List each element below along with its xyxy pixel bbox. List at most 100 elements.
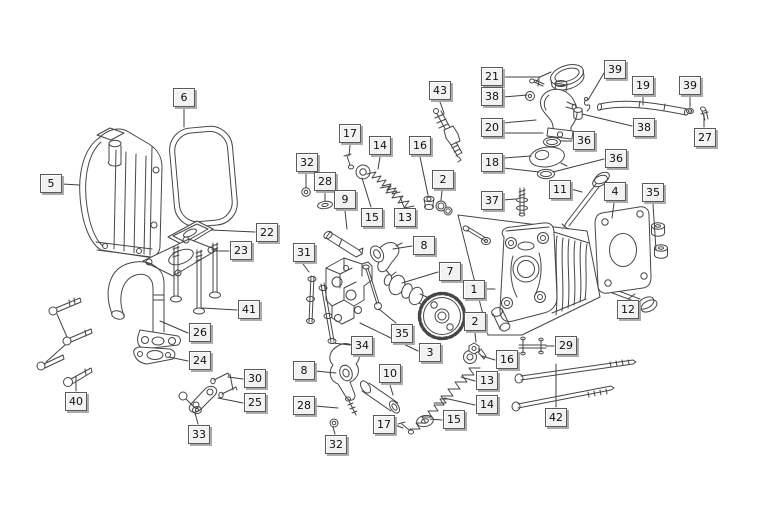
callout-22[interactable]: 22 bbox=[256, 223, 278, 242]
part-nut-32 bbox=[329, 418, 339, 428]
callout-5[interactable]: 5 bbox=[40, 174, 62, 193]
callout-36[interactable]: 36 bbox=[605, 149, 627, 168]
callout-23[interactable]: 23 bbox=[230, 241, 252, 260]
leader-line-30 bbox=[227, 376, 244, 380]
callout-14[interactable]: 14 bbox=[476, 395, 498, 414]
leader-line-18 bbox=[502, 167, 540, 173]
part-valve-small-parts-top bbox=[301, 153, 453, 216]
callout-37[interactable]: 37 bbox=[481, 191, 503, 210]
leader-line-20 bbox=[502, 119, 537, 124]
leader-line-43 bbox=[439, 101, 445, 114]
callout-13[interactable]: 13 bbox=[476, 371, 498, 390]
callout-38[interactable]: 38 bbox=[481, 87, 503, 106]
callout-16[interactable]: 16 bbox=[496, 350, 518, 369]
leader-line-8 bbox=[314, 370, 337, 374]
callout-15[interactable]: 15 bbox=[361, 208, 383, 227]
callout-41[interactable]: 41 bbox=[238, 300, 260, 319]
callout-38[interactable]: 38 bbox=[633, 118, 655, 137]
leader-line-4 bbox=[611, 202, 615, 219]
callout-36[interactable]: 36 bbox=[573, 131, 595, 150]
part-stud-bolts-left bbox=[36, 297, 93, 371]
callout-18[interactable]: 18 bbox=[481, 153, 503, 172]
leader-line-38 bbox=[581, 113, 633, 127]
callout-9[interactable]: 9 bbox=[334, 190, 356, 209]
callout-27[interactable]: 27 bbox=[694, 128, 716, 147]
part-plug-bolt bbox=[468, 342, 487, 360]
callout-25[interactable]: 25 bbox=[244, 393, 266, 412]
part-bolt-33 bbox=[178, 391, 202, 414]
callout-20[interactable]: 20 bbox=[481, 118, 503, 137]
callout-28[interactable]: 28 bbox=[314, 172, 336, 191]
part-cam-holder bbox=[325, 257, 373, 325]
leader-line-9 bbox=[344, 210, 348, 230]
callout-17[interactable]: 17 bbox=[373, 415, 395, 434]
callout-39[interactable]: 39 bbox=[604, 60, 626, 79]
callout-35[interactable]: 35 bbox=[391, 324, 413, 343]
callout-33[interactable]: 33 bbox=[188, 425, 210, 444]
callout-11[interactable]: 11 bbox=[549, 180, 571, 199]
callout-6[interactable]: 6 bbox=[173, 88, 195, 107]
callout-24[interactable]: 24 bbox=[189, 351, 211, 370]
leader-line-37 bbox=[502, 198, 517, 201]
callout-3[interactable]: 3 bbox=[419, 343, 441, 362]
callout-10[interactable]: 10 bbox=[379, 364, 401, 383]
leader-line-14 bbox=[377, 156, 381, 170]
leader-line-39 bbox=[587, 72, 605, 101]
leader-line-21 bbox=[535, 76, 541, 83]
callout-35[interactable]: 35 bbox=[642, 183, 664, 202]
leader-line-18 bbox=[502, 155, 532, 159]
leader-line-7 bbox=[401, 271, 439, 284]
leader-line-24 bbox=[168, 356, 189, 362]
part-spark-plug bbox=[433, 108, 463, 163]
leader-line-2 bbox=[440, 190, 443, 201]
callout-39[interactable]: 39 bbox=[679, 76, 701, 95]
leader-line-21 bbox=[502, 71, 552, 78]
callout-17[interactable]: 17 bbox=[339, 124, 361, 143]
leader-line-13 bbox=[399, 196, 405, 208]
callout-4[interactable]: 4 bbox=[604, 182, 626, 201]
part-rocker-shaft bbox=[323, 230, 364, 258]
callout-43[interactable]: 43 bbox=[429, 81, 451, 100]
leader-line-33 bbox=[194, 412, 199, 425]
callout-1[interactable]: 1 bbox=[463, 280, 485, 299]
leader-line-10 bbox=[389, 384, 394, 396]
leader-line-34 bbox=[332, 342, 351, 346]
callout-7[interactable]: 7 bbox=[439, 262, 461, 281]
callout-8[interactable]: 8 bbox=[293, 361, 315, 380]
callout-15[interactable]: 15 bbox=[443, 410, 465, 429]
callout-26[interactable]: 26 bbox=[189, 323, 211, 342]
leader-line-17 bbox=[348, 144, 351, 157]
callout-2[interactable]: 2 bbox=[464, 312, 486, 331]
callout-30[interactable]: 30 bbox=[244, 369, 266, 388]
callout-28[interactable]: 28 bbox=[293, 396, 315, 415]
callout-31[interactable]: 31 bbox=[293, 243, 315, 262]
leader-line-17 bbox=[394, 424, 404, 429]
part-pin-35 bbox=[362, 264, 382, 310]
callout-16[interactable]: 16 bbox=[409, 136, 431, 155]
part-caps-35 bbox=[651, 222, 668, 259]
part-stud-37 bbox=[516, 187, 528, 217]
part-cylinder-head bbox=[462, 222, 590, 332]
callout-19[interactable]: 19 bbox=[632, 76, 654, 95]
leader-lines bbox=[61, 71, 705, 435]
callout-32[interactable]: 32 bbox=[325, 435, 347, 454]
callout-40[interactable]: 40 bbox=[65, 392, 87, 411]
leader-line-26 bbox=[159, 320, 189, 334]
part-bolt-40 bbox=[63, 367, 93, 387]
callout-34[interactable]: 34 bbox=[351, 336, 373, 355]
callout-29[interactable]: 29 bbox=[555, 336, 577, 355]
part-dowel-tube bbox=[359, 380, 401, 414]
callout-2[interactable]: 2 bbox=[432, 170, 454, 189]
part-pipe-gasket bbox=[133, 346, 176, 365]
callout-13[interactable]: 13 bbox=[394, 208, 416, 227]
callout-42[interactable]: 42 bbox=[545, 408, 567, 427]
leader-line-13 bbox=[460, 376, 476, 382]
leader-line-35 bbox=[378, 308, 397, 324]
callout-21[interactable]: 21 bbox=[481, 67, 503, 86]
callout-14[interactable]: 14 bbox=[369, 136, 391, 155]
callout-32[interactable]: 32 bbox=[296, 153, 318, 172]
callout-12[interactable]: 12 bbox=[617, 300, 639, 319]
callout-8[interactable]: 8 bbox=[413, 236, 435, 255]
leader-line-41 bbox=[201, 307, 238, 311]
